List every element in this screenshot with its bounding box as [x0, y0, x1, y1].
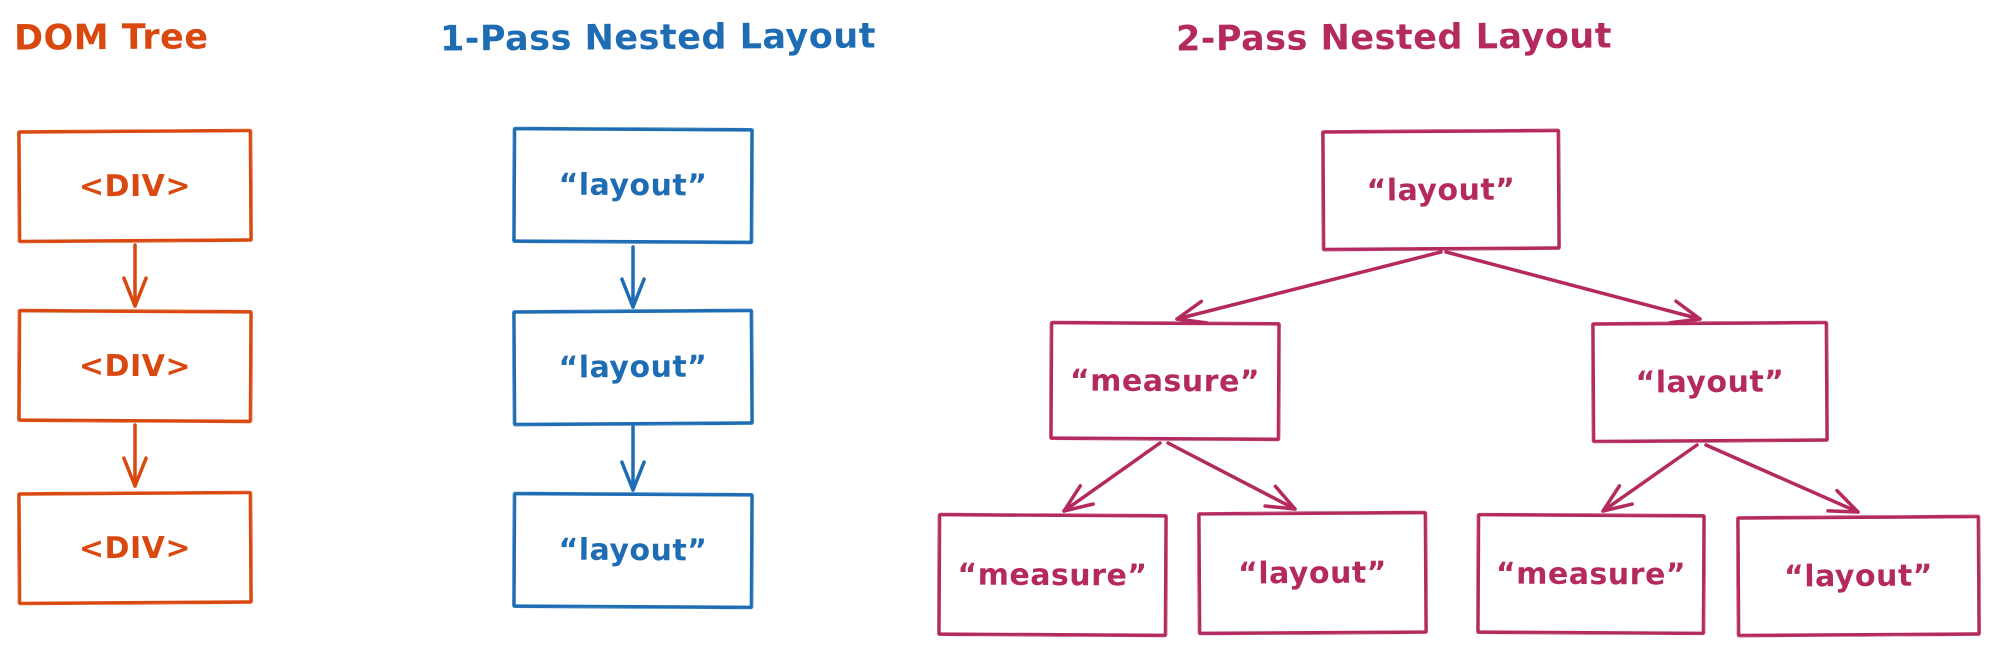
two-pass-leaf-measure-1: “measure”	[937, 513, 1168, 637]
two-pass-title: 2-Pass Nested Layout	[1175, 16, 1613, 60]
diagonal-arrow-icon	[1062, 441, 1162, 513]
node-label: <DIV>	[78, 348, 192, 384]
node-label: <DIV>	[78, 168, 192, 204]
two-pass-leaf-layout-2: “layout”	[1736, 515, 1981, 637]
node-label: <DIV>	[78, 530, 192, 566]
node-label: “measure”	[1069, 363, 1261, 399]
one-pass-layout-node-3: “layout”	[512, 492, 754, 609]
diagonal-arrow-icon	[1601, 443, 1699, 513]
two-pass-leaf-layout-1: “layout”	[1197, 511, 1428, 635]
diagonal-arrow-icon	[1166, 441, 1297, 511]
dom-tree-title: DOM Tree	[13, 17, 209, 59]
node-label: “layout”	[558, 349, 708, 386]
diagonal-arrow-icon	[1704, 443, 1860, 514]
node-label: “measure”	[1495, 556, 1687, 592]
node-label: “layout”	[558, 167, 708, 204]
one-pass-layout-node-1: “layout”	[512, 127, 754, 244]
diagonal-arrow-icon	[1175, 250, 1443, 325]
diagonal-arrow-icon	[1444, 250, 1702, 325]
dom-div-node-1: <DIV>	[17, 129, 253, 243]
down-arrow-icon	[620, 425, 646, 492]
node-label: “layout”	[1783, 558, 1934, 594]
one-pass-layout-node-2: “layout”	[512, 309, 754, 426]
node-label: “layout”	[1237, 555, 1388, 591]
two-pass-layout-node-right: “layout”	[1591, 321, 1829, 443]
down-arrow-icon	[122, 423, 148, 488]
node-label: “layout”	[1635, 364, 1785, 400]
node-label: “layout”	[558, 532, 708, 569]
down-arrow-icon	[122, 243, 148, 308]
one-pass-title: 1-Pass Nested Layout	[439, 16, 877, 60]
two-pass-leaf-measure-2: “measure”	[1476, 513, 1706, 635]
two-pass-root-layout-node: “layout”	[1321, 129, 1561, 251]
down-arrow-icon	[620, 245, 646, 309]
node-label: “layout”	[1366, 172, 1516, 208]
node-label: “measure”	[957, 557, 1148, 593]
dom-div-node-3: <DIV>	[17, 491, 253, 605]
two-pass-measure-node-left: “measure”	[1049, 321, 1281, 441]
dom-div-node-2: <DIV>	[17, 309, 253, 423]
